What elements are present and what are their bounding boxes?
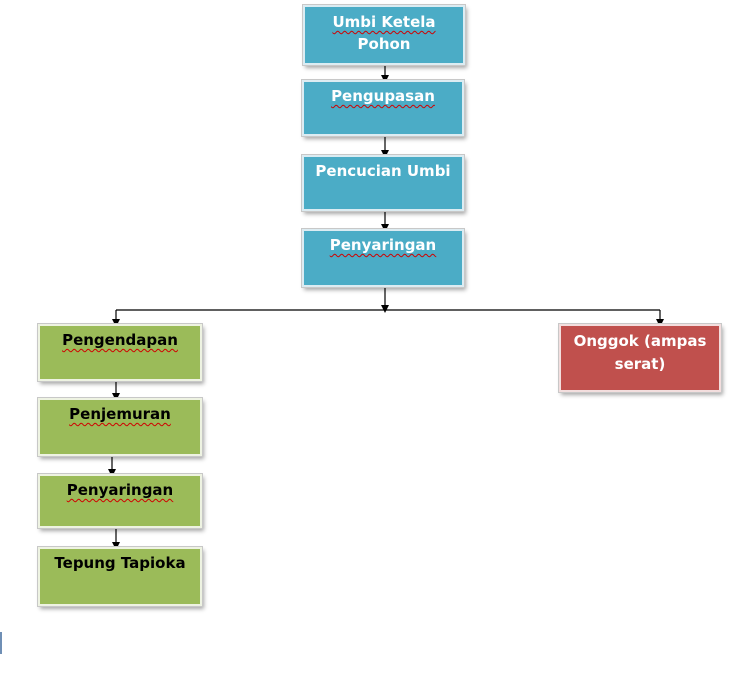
node-label-line2: serat) [614, 355, 666, 373]
node-pencucian-umbi: Pencucian Umbi [302, 155, 464, 211]
node-label: Penyaringan [329, 236, 437, 254]
node-label-line1: Onggok (ampas [573, 332, 707, 350]
node-label: Tepung Tapioka [54, 554, 186, 572]
node-pengendapan: Pengendapan [38, 324, 202, 381]
node-label: Penyaringan [66, 481, 174, 499]
node-penyaringan-top: Penyaringan [302, 229, 464, 287]
node-label: Pengendapan [62, 331, 178, 349]
node-label-line2: Pohon [357, 35, 411, 53]
node-tepung-tapioka: Tepung Tapioka [38, 547, 202, 606]
node-penjemuran: Penjemuran [38, 398, 202, 456]
page-edge-marker [0, 632, 2, 654]
node-umbi-ketela-pohon: Umbi Ketela Pohon [303, 5, 465, 65]
node-label-line1: Umbi Ketela [332, 13, 436, 31]
node-penyaringan-bottom: Penyaringan [38, 474, 202, 528]
node-label: Pengupasan [331, 87, 435, 105]
node-label: Penjemuran [69, 405, 171, 423]
node-onggok: Onggok (ampas serat) [559, 324, 721, 392]
node-label: Pencucian Umbi [315, 162, 451, 180]
node-pengupasan: Pengupasan [302, 80, 464, 136]
